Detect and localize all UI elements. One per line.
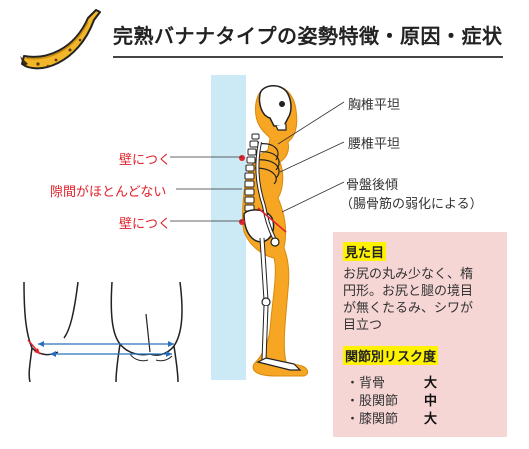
look-line: 円形。お尻と腿の境目 bbox=[343, 284, 474, 299]
risk-joint: ・膝関節 bbox=[346, 412, 399, 427]
risk-joint: ・股関節 bbox=[346, 394, 399, 409]
thoracic-flat-label: 胸椎平坦 bbox=[348, 98, 401, 113]
pelvic-tilt-label: 骨盤後傾 bbox=[346, 178, 399, 193]
look-description: お尻の丸み少なく、楕 円形。お尻と腿の境目 が無くたるみ、シワが 目立つ bbox=[343, 266, 503, 334]
page-title: 完熟バナナタイプの姿勢特徴・原因・症状 bbox=[113, 24, 503, 48]
banana-icon bbox=[20, 9, 101, 70]
buttocks-illustration bbox=[23, 281, 183, 383]
wall bbox=[211, 75, 246, 380]
left-leader-lines bbox=[170, 156, 242, 222]
info-box bbox=[333, 232, 507, 437]
right-leader-lines bbox=[277, 101, 345, 213]
risk-level: 大 bbox=[424, 376, 438, 391]
risk-heading-wrap: 関節別リスク度 bbox=[343, 346, 439, 365]
risk-row: ・背骨 大 bbox=[346, 372, 466, 391]
pelvic-tilt-cause: （腸骨筋の弱化による） bbox=[340, 197, 483, 212]
look-line: 目立つ bbox=[343, 318, 383, 333]
gap-label: 隙間がほとんどない bbox=[50, 185, 167, 200]
risk-level: 大 bbox=[424, 412, 438, 427]
look-line: が無くたるみ、シワが bbox=[343, 301, 474, 316]
lumbar-flat-label: 腰椎平坦 bbox=[348, 137, 401, 152]
title-underline bbox=[113, 56, 503, 58]
wall-contact-label: 壁につく bbox=[119, 217, 172, 232]
look-heading: 見た目 bbox=[343, 242, 387, 261]
wall-contact-label: 壁につく bbox=[119, 153, 172, 168]
risk-level: 中 bbox=[424, 394, 438, 409]
risk-row: ・膝関節 大 bbox=[346, 408, 466, 427]
risk-row: ・股関節 中 bbox=[346, 390, 466, 409]
look-heading-wrap: 見た目 bbox=[343, 242, 387, 261]
risk-joint: ・背骨 bbox=[346, 376, 386, 391]
look-line: お尻の丸み少なく、楕 bbox=[343, 267, 474, 282]
skeleton-figure bbox=[239, 85, 309, 377]
risk-heading: 関節別リスク度 bbox=[343, 346, 439, 365]
